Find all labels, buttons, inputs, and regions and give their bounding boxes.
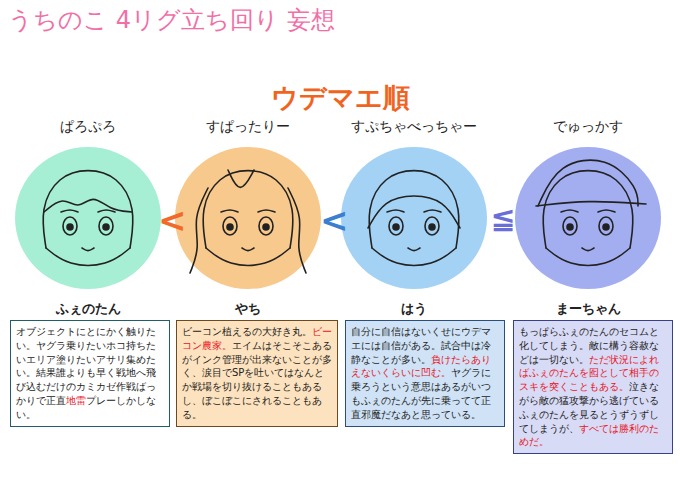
description-box: オブジェクトにとにかく触りたい。ヤグラ乗りたいホコ持ちたいエリア塗りたいアサリ集…: [10, 320, 170, 427]
description-text: エイムはそこそこあるがインク管理が出来ないことが多く、涙目でSPを吐いてはなんと…: [182, 340, 332, 420]
player-name: はう: [332, 300, 496, 318]
highlight-text: 地雷: [66, 395, 86, 406]
player-name: やち: [166, 300, 330, 318]
rank-symbol: ≦: [490, 200, 516, 235]
description-box: 自分に自信はないくせにウデマエには自信がある。試合中は冷静なことが多い。負けたら…: [345, 320, 505, 427]
character-circle: ぱろぷろふぇのたん: [12, 118, 164, 322]
character-illustration: [12, 118, 164, 322]
rank-symbol: <: [320, 200, 340, 240]
weapon-name: ぱろぷろ: [6, 118, 170, 136]
character-illustration: [512, 118, 664, 322]
character-circle: でゅっかすまーちゃん: [512, 118, 664, 322]
title: うちのこ 4リグ立ち回り 妄想: [8, 4, 335, 36]
description-text: オブジェクトにとにかく触りたい。ヤグラ乗りたいホコ持ちたいエリア塗りたいアサリ集…: [16, 326, 156, 406]
player-name: ふぇのたん: [6, 300, 170, 318]
weapon-name: すぷちゃべっちゃー: [332, 118, 496, 136]
description-box: ビーコン植えるの大好き丸。ビーコン農家。エイムはそこそこあるがインク管理が出来な…: [176, 320, 338, 427]
heading-label: ウデマエ順: [0, 80, 680, 116]
weapon-name: すぱったりー: [166, 118, 330, 136]
player-name: まーちゃん: [506, 300, 670, 318]
character-illustration: [172, 118, 324, 322]
rank-symbol: <: [158, 200, 178, 240]
description-box: もっぱらふぇのたんのセコムと化してしまう。敵に構う容赦などは一切ない。ただ状況に…: [513, 320, 673, 454]
character-illustration: [338, 118, 490, 322]
character-circle: すぱったりーやち: [172, 118, 324, 322]
weapon-name: でゅっかす: [506, 118, 670, 136]
description-text: ビーコン植えるの大好き丸。: [182, 326, 312, 337]
character-circle: すぷちゃべっちゃーはう: [338, 118, 490, 322]
